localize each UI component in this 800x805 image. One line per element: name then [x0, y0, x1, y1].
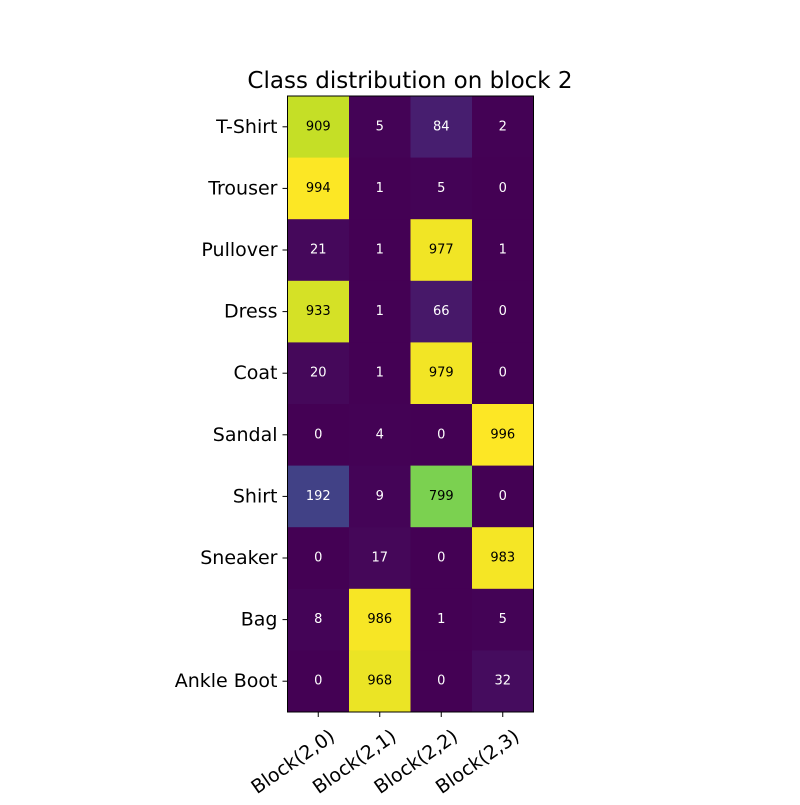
cell-value-label: 1	[376, 181, 384, 196]
cell-value-label: 979	[429, 366, 454, 381]
cell-value-label: 0	[314, 551, 322, 566]
heatmap-cell	[410, 280, 473, 343]
cell-value-label: 2	[499, 119, 507, 134]
cell-value-label: 0	[314, 674, 322, 689]
y-tick-label: Coat	[234, 362, 278, 384]
cell-value-label: 21	[310, 243, 327, 258]
heatmap-cell	[287, 342, 350, 405]
heatmap-cell	[410, 157, 473, 220]
heatmap-cell	[472, 465, 534, 528]
cell-value-label: 994	[306, 181, 331, 196]
heatmap-cell	[410, 342, 473, 405]
cell-value-label: 996	[490, 427, 515, 442]
heatmap-cell	[349, 280, 411, 343]
heatmap-cell	[349, 96, 411, 159]
cell-value-label: 0	[499, 181, 507, 196]
cell-value-label: 983	[490, 551, 515, 566]
cell-value-label: 1	[376, 243, 384, 258]
cell-value-label: 799	[429, 489, 454, 504]
heatmap-cell	[287, 588, 350, 651]
y-tick-label: Sandal	[213, 424, 278, 446]
heatmap-cell	[349, 219, 411, 282]
heatmap-cell	[410, 650, 473, 713]
cell-value-label: 1	[499, 243, 507, 258]
heatmap-cell	[287, 465, 350, 528]
cell-value-label: 977	[429, 243, 454, 258]
cell-value-label: 0	[499, 366, 507, 381]
heatmap-cell	[287, 280, 350, 343]
x-axis-ticks: Block(2,0)Block(2,1)Block(2,2)Block(2,3)	[247, 712, 523, 799]
heatmap-cell	[472, 404, 534, 467]
heatmap-cell	[472, 280, 534, 343]
cell-value-label: 933	[306, 304, 331, 319]
heatmap-cell	[472, 157, 534, 220]
heatmap-cell	[410, 588, 473, 651]
heatmap-cell	[472, 650, 534, 713]
cell-value-label: 5	[376, 119, 384, 134]
y-tick-label: Dress	[224, 301, 278, 323]
cell-value-label: 986	[367, 612, 392, 627]
cell-value-label: 0	[437, 427, 445, 442]
y-axis-ticks: T-ShirtTrouserPulloverDressCoatSandalShi…	[175, 116, 288, 692]
cell-value-label: 1	[376, 304, 384, 319]
heatmap-cell	[472, 96, 534, 159]
cell-value-label: 32	[494, 674, 511, 689]
chart-title: Class distribution on block 2	[247, 68, 572, 94]
heatmap-cell	[472, 342, 534, 405]
y-tick-label: Ankle Boot	[175, 670, 278, 692]
cell-value-label: 5	[437, 181, 445, 196]
y-tick-label: T-Shirt	[215, 116, 277, 138]
heatmap-cell	[349, 404, 411, 467]
heatmap-cell	[472, 588, 534, 651]
y-tick-label: Trouser	[207, 177, 277, 199]
heatmap-cell	[410, 527, 473, 590]
heatmap-cell	[410, 404, 473, 467]
y-tick-label: Shirt	[233, 485, 278, 507]
cell-value-label: 1	[376, 366, 384, 381]
cell-value-label: 8	[314, 612, 322, 627]
heatmap-cells	[287, 96, 534, 713]
cell-value-label: 1	[437, 612, 445, 627]
cell-value-label: 909	[306, 119, 331, 134]
heatmap-cell	[287, 650, 350, 713]
heatmap-cell	[410, 219, 473, 282]
heatmap-cell	[349, 588, 411, 651]
heatmap-cell	[287, 96, 350, 159]
y-tick-label: Bag	[241, 609, 278, 631]
heatmap-cell	[410, 96, 473, 159]
cell-value-label: 192	[306, 489, 331, 504]
heatmap-cell	[349, 527, 411, 590]
cell-value-label: 0	[499, 489, 507, 504]
heatmap-cell	[349, 342, 411, 405]
cell-value-label: 20	[310, 366, 327, 381]
heatmap-cell	[287, 404, 350, 467]
heatmap-cell	[287, 527, 350, 590]
y-tick-label: Sneaker	[200, 547, 277, 569]
heatmap-cell	[349, 650, 411, 713]
plot-frame	[287, 95, 534, 713]
cell-value-label: 0	[437, 674, 445, 689]
heatmap-cell	[472, 219, 534, 282]
cell-value-label: 66	[433, 304, 450, 319]
cell-value-label: 0	[499, 304, 507, 319]
cell-value-label: 968	[367, 674, 392, 689]
cell-value-label: 17	[371, 551, 388, 566]
cell-value-label: 84	[433, 119, 450, 134]
heatmap-cell	[472, 527, 534, 590]
cell-value-label: 4	[376, 427, 384, 442]
heatmap-cell	[287, 157, 350, 220]
heatmap-cell	[410, 465, 473, 528]
heatmap-cell	[349, 157, 411, 220]
cell-value-label: 9	[376, 489, 384, 504]
cell-value-label: 0	[437, 551, 445, 566]
cell-value-label: 0	[314, 427, 322, 442]
y-tick-label: Pullover	[201, 239, 277, 261]
heatmap-cell	[287, 219, 350, 282]
cell-value-label: 5	[499, 612, 507, 627]
heatmap-cell	[349, 465, 411, 528]
